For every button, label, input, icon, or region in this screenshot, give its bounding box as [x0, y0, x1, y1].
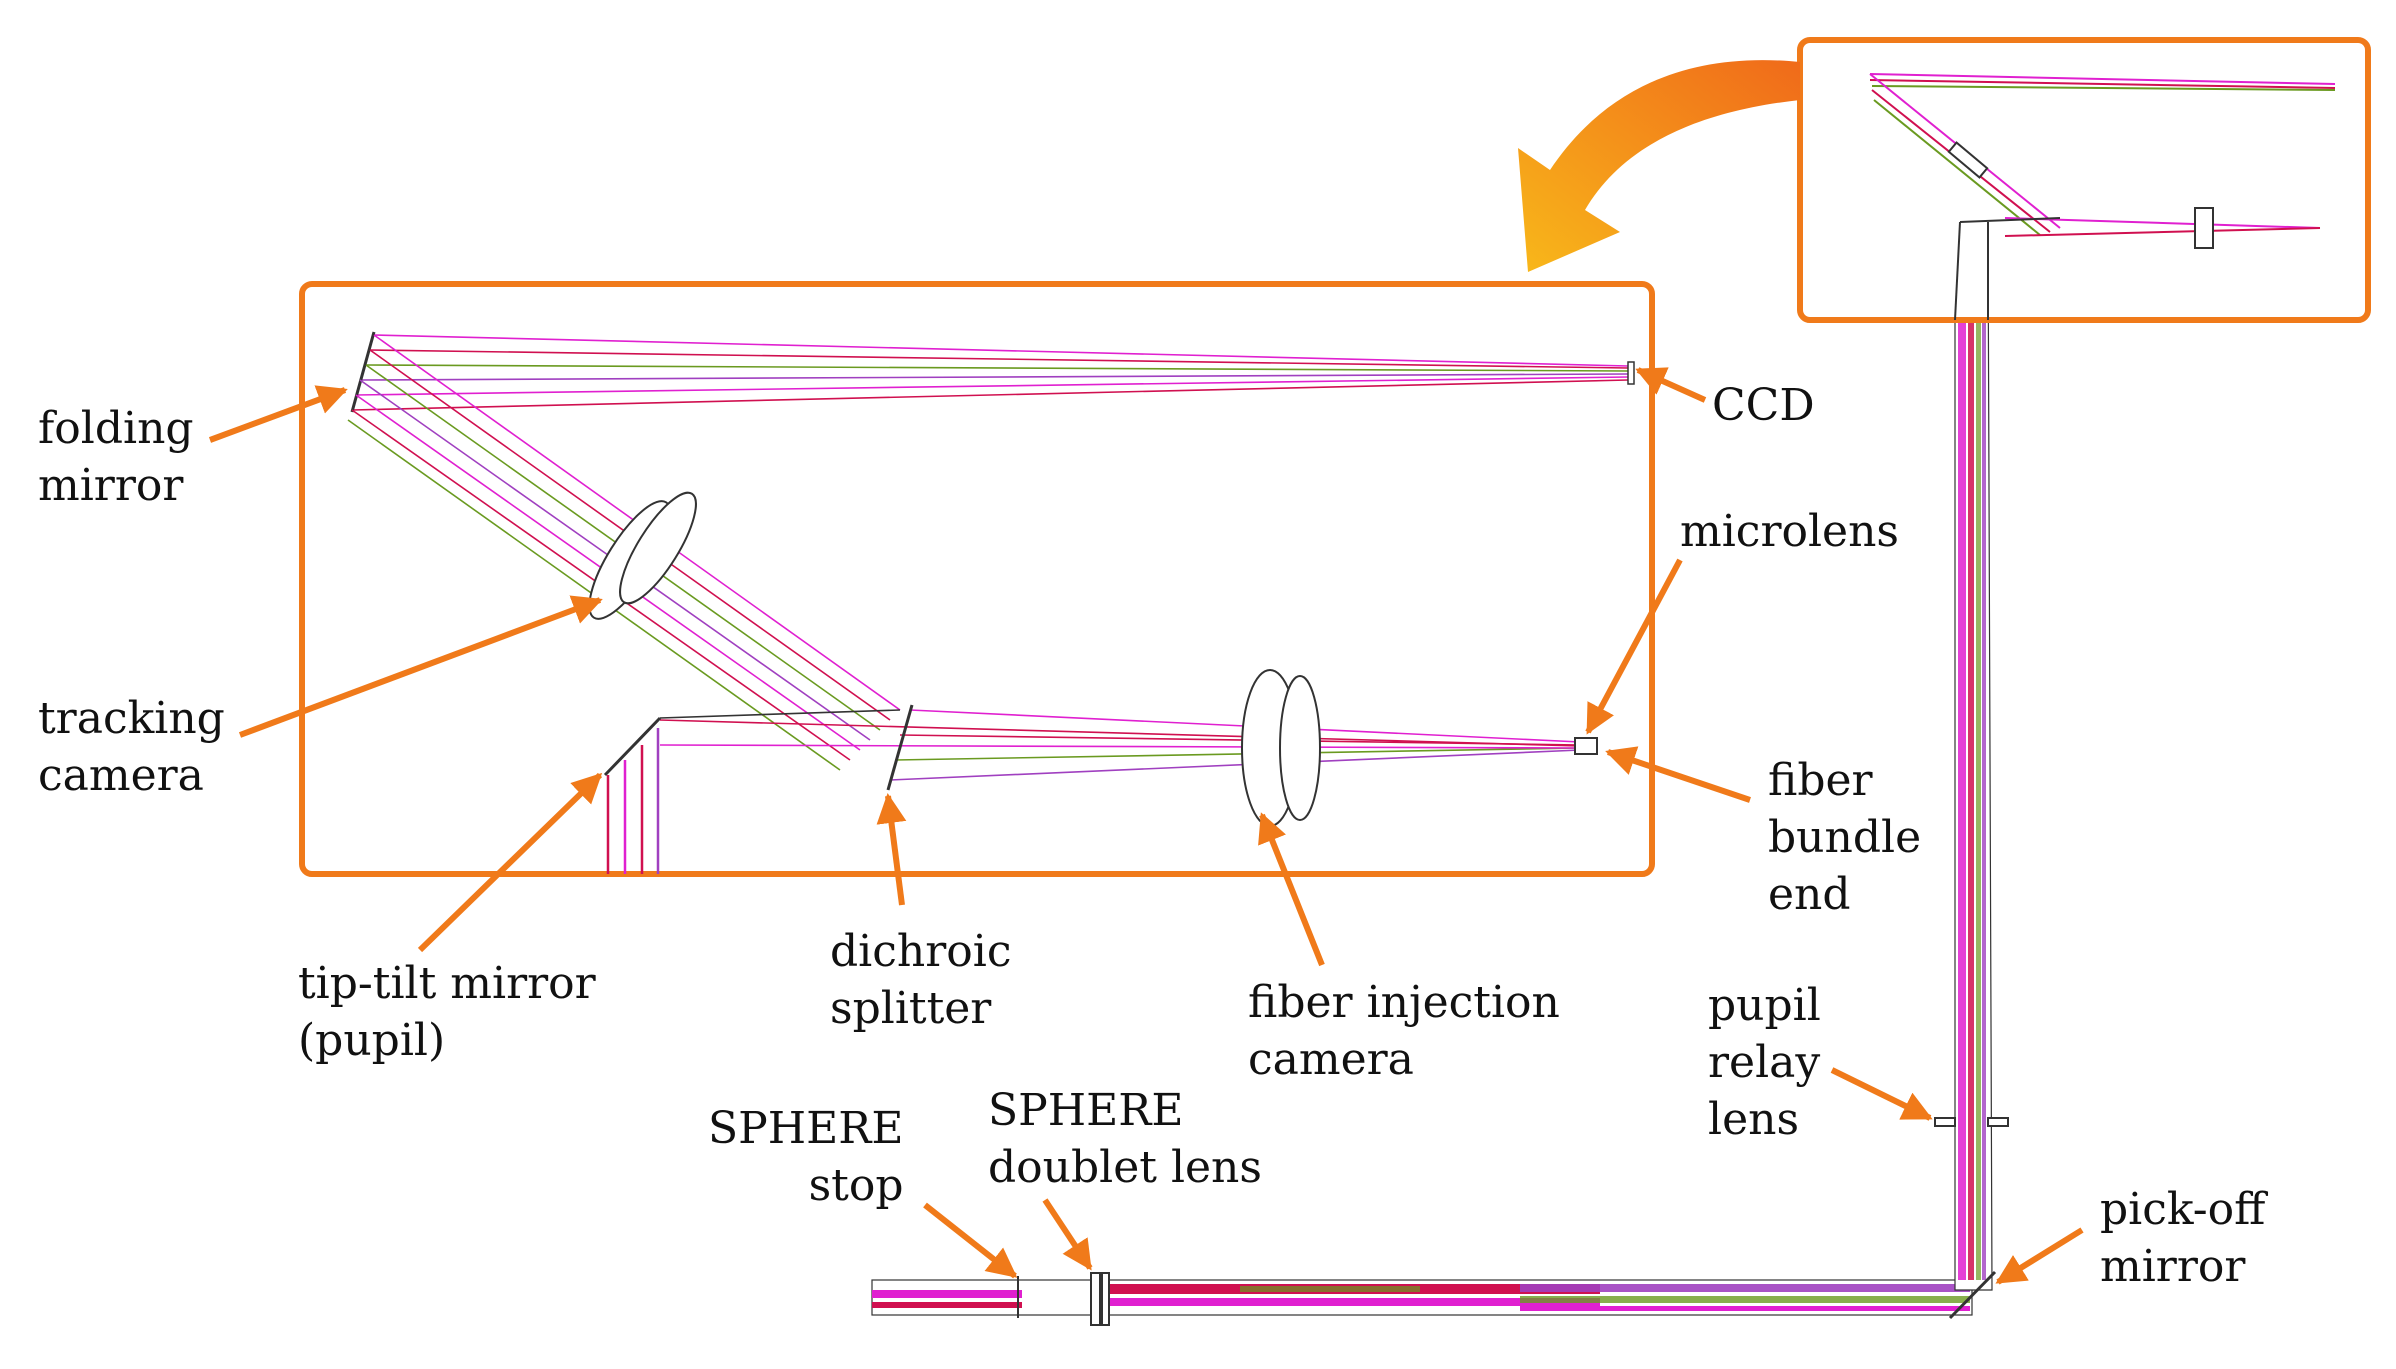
- label-tracking-camera: tracking camera: [38, 693, 225, 801]
- folding-mirror-element: [350, 331, 376, 413]
- label-fiber-bundle-end: fiber bundle end: [1768, 755, 1922, 920]
- sphere-doublet-lens-element: [1090, 1272, 1110, 1326]
- arrow-tracking-camera: [238, 595, 603, 738]
- label-sphere-stop: SPHERE stop: [708, 1103, 904, 1211]
- arrow-pick-off-mirror: [1995, 1227, 2084, 1285]
- label-dichroic-splitter: dichroic splitter: [830, 926, 1012, 1034]
- main-beam-vertical: [1934, 221, 2009, 1320]
- arrow-microlens: [1585, 558, 1683, 735]
- arrow-pupil-relay-lens: [1830, 1067, 1933, 1121]
- main-beam-horizontal: [871, 1272, 1973, 1326]
- ccd-element: [1627, 361, 1635, 385]
- label-folding-mirror: folding mirror: [38, 403, 194, 511]
- label-fiber-injection-camera: fiber injection camera: [1248, 977, 1560, 1085]
- microlens-element: [1574, 737, 1598, 755]
- overview-inset: [1797, 37, 2371, 323]
- arrow-sphere-stop: [923, 1202, 1018, 1279]
- pick-off-mirror-element: [1948, 1270, 1997, 1320]
- label-microlens: microlens: [1680, 506, 1899, 557]
- arrow-folding-mirror: [208, 385, 348, 443]
- label-tip-tilt-mirror: tip-tilt mirror (pupil): [298, 958, 596, 1066]
- arrow-fiber-bundle-end: [1605, 746, 1751, 803]
- zoom-arrow: [1518, 60, 1800, 272]
- fiber-injection-lens-element: [1241, 669, 1321, 827]
- arrow-tip-tilt-mirror: [417, 772, 603, 953]
- callout-arrows: [208, 367, 2084, 1285]
- arrow-dichroic-splitter: [876, 793, 907, 906]
- label-pick-off-mirror: pick-off mirror: [2100, 1184, 2266, 1292]
- arrow-ccd: [1635, 367, 1707, 403]
- label-pupil-relay-lens: pupil relay lens: [1708, 980, 1821, 1145]
- tip-tilt-mirror-element: [603, 716, 662, 777]
- zoomed-detail-box: [299, 281, 1655, 877]
- label-ccd: CCD: [1712, 380, 1815, 431]
- label-sphere-doublet-lens: SPHERE doublet lens: [988, 1085, 1262, 1193]
- pupil-relay-lens-element: [1934, 1117, 2009, 1127]
- dichroic-element: [886, 704, 914, 791]
- arrow-sphere-doublet-lens: [1042, 1198, 1093, 1271]
- arrow-fiber-injection-camera: [1258, 812, 1325, 967]
